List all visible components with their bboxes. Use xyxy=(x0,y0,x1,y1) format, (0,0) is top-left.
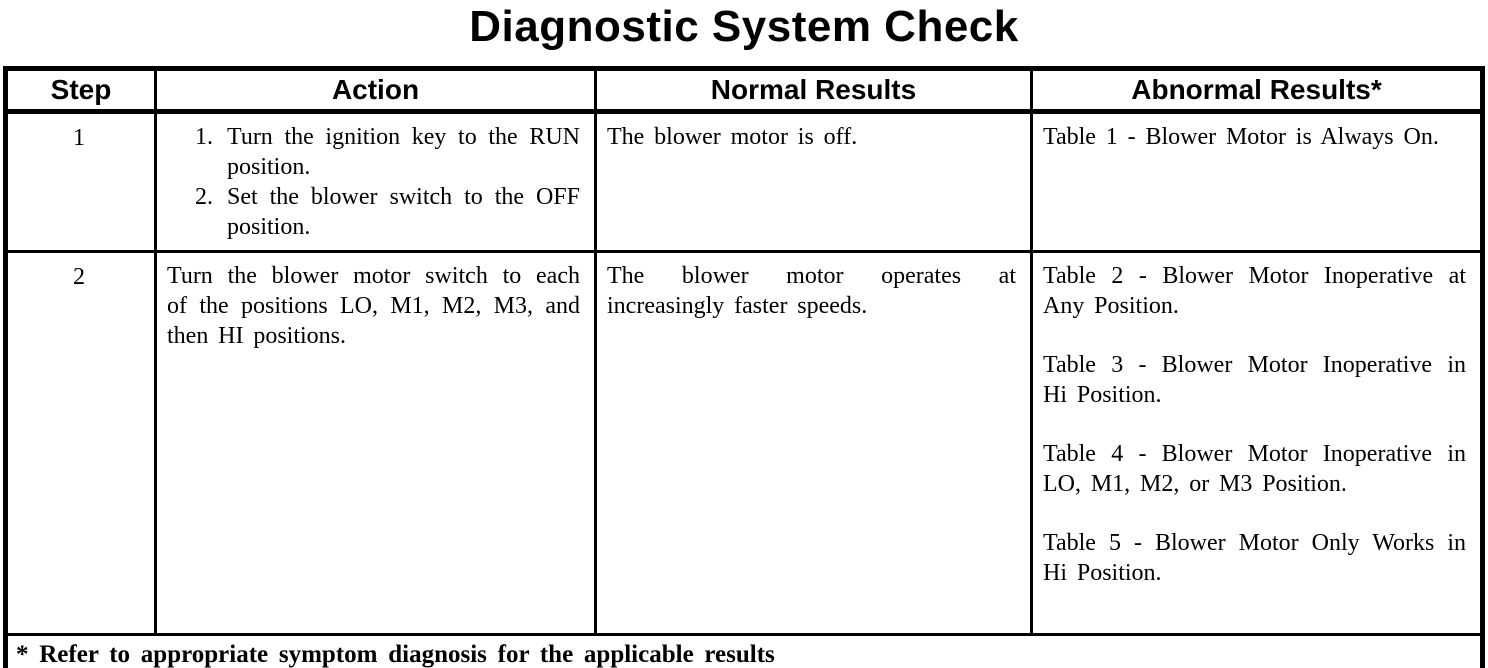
action-text: Turn the ignition key to the RUN positio… xyxy=(227,124,580,180)
footnote: * Refer to appropriate symptom diagnosis… xyxy=(4,633,1484,668)
table-header-row: Step Action Normal Results Abnormal Resu… xyxy=(4,67,1484,114)
action-text: Turn the blower motor switch to each of … xyxy=(167,263,580,349)
step-cell: 2 xyxy=(4,250,157,636)
list-number: 1. xyxy=(195,124,213,150)
abnormal-paragraph: Table 2 - Blower Motor Inoperative at An… xyxy=(1043,263,1466,319)
normal-results-cell: The blower motor operates at increasingl… xyxy=(594,250,1033,636)
action-text: Set the blower switch to the OFF positio… xyxy=(227,184,580,240)
step-cell: 1 xyxy=(4,110,157,253)
list-item: 1. Turn the ignition key to the RUN posi… xyxy=(195,122,580,182)
header-action: Action xyxy=(154,67,597,114)
table-row-step-2: 2 Turn the blower motor switch to each o… xyxy=(4,250,1484,636)
table-row-step-1: 1 1. Turn the ignition key to the RUN po… xyxy=(4,110,1484,253)
footnote-row: * Refer to appropriate symptom diagnosis… xyxy=(4,633,1484,668)
abnormal-paragraph: Table 5 - Blower Motor Only Works in Hi … xyxy=(1043,530,1466,586)
abnormal-paragraph: Table 4 - Blower Motor Inoperative in LO… xyxy=(1043,441,1466,497)
header-abnormal-results: Abnormal Results* xyxy=(1030,67,1484,114)
abnormal-results-cell: Table 1 - Blower Motor is Always On. xyxy=(1030,110,1484,253)
result-text: The blower motor is off. xyxy=(607,124,858,150)
diagnostic-table: Step Action Normal Results Abnormal Resu… xyxy=(3,66,1485,668)
header-step: Step xyxy=(4,67,157,114)
abnormal-paragraph: Table 3 - Blower Motor Inoperative in Hi… xyxy=(1043,352,1466,408)
abnormal-results-cell: Table 2 - Blower Motor Inoperative at An… xyxy=(1030,250,1484,636)
abnormal-paragraph: Table 1 - Blower Motor is Always On. xyxy=(1043,124,1439,150)
result-text: The blower motor operates at increasingl… xyxy=(607,263,1016,319)
action-cell: 1. Turn the ignition key to the RUN posi… xyxy=(154,110,597,253)
list-item: 2. Set the blower switch to the OFF posi… xyxy=(195,182,580,242)
page-title: Diagnostic System Check xyxy=(469,2,1019,51)
normal-results-cell: The blower motor is off. xyxy=(594,110,1033,253)
action-cell: Turn the blower motor switch to each of … xyxy=(154,250,597,636)
header-normal-results: Normal Results xyxy=(594,67,1033,114)
list-number: 2. xyxy=(195,184,213,210)
